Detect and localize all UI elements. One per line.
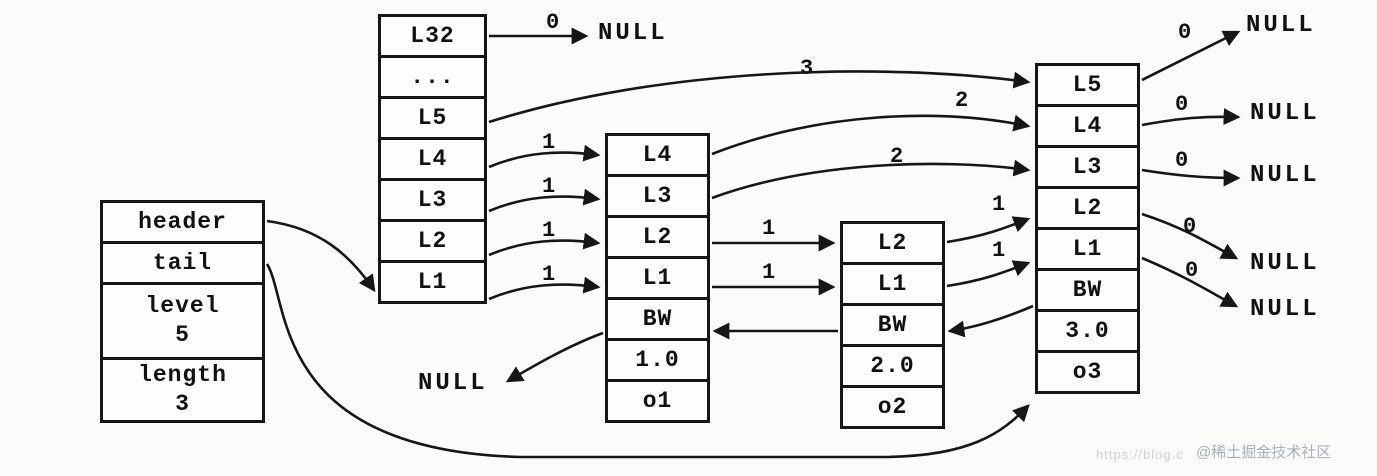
arrow-node1-bw-to-null	[505, 331, 604, 383]
struct-header-field: header	[100, 200, 265, 244]
node3-l4: L4	[1035, 104, 1140, 148]
span-label-node3-l2: 0	[1183, 214, 1198, 239]
header-level-l2: L2	[378, 219, 487, 263]
struct-length-label: length	[138, 362, 227, 389]
span-label-node3-l4: 0	[1175, 92, 1190, 117]
span-label-node3-l5: 0	[1178, 20, 1193, 45]
null-l32: NULL	[598, 20, 668, 47]
header-level-l5: L5	[378, 96, 487, 140]
span-label-node2-l1: 1	[992, 238, 1007, 263]
struct-length-value: 3	[175, 391, 190, 417]
struct-header-label: header	[138, 209, 227, 235]
node1-obj: o1	[605, 379, 710, 423]
null-node3-l5: NULL	[1246, 12, 1316, 39]
header-level-l4: L4	[378, 137, 487, 181]
span-label-node3-l1: 0	[1185, 258, 1200, 283]
span-label-header-l2: 1	[542, 218, 557, 243]
node1-score: 1.0	[605, 338, 710, 382]
arrow-node2-l1-to-node3-l1	[946, 260, 1031, 288]
node2-obj: o2	[840, 385, 945, 429]
node3-obj: o3	[1035, 350, 1140, 394]
span-label-header-l5: 3	[800, 56, 815, 81]
node3-score: 3.0	[1035, 309, 1140, 353]
struct-level-field: level 5	[100, 282, 265, 360]
watermark-community: @稀土掘金技术社区	[1196, 444, 1332, 461]
arrow-node3-bw-to-node2-bw	[947, 304, 1034, 338]
arrow-struct-header-to-header-node	[266, 219, 376, 293]
node3-l5: L5	[1035, 63, 1140, 107]
node1-column: L4 L3 L2 L1 BW 1.0 o1	[605, 133, 710, 423]
null-backward: NULL	[418, 370, 488, 397]
span-label-l32: 0	[546, 10, 561, 35]
arrow-header-l5-to-node3-l5	[488, 70, 1031, 124]
node2-column: L2 L1 BW 2.0 o2	[840, 221, 945, 429]
null-node3-l2: NULL	[1250, 250, 1320, 277]
struct-tail-label: tail	[152, 250, 213, 276]
node2-score: 2.0	[840, 344, 945, 388]
span-label-node3-l3: 0	[1175, 148, 1190, 173]
header-level-l1: L1	[378, 260, 487, 304]
node1-l4: L4	[605, 133, 710, 177]
arrow-node1-l3-to-node3-l3	[711, 159, 1031, 200]
header-node-column: L32 ... L5 L4 L3 L2 L1	[378, 14, 487, 304]
node3-l3: L3	[1035, 145, 1140, 189]
node3-l1: L1	[1035, 227, 1140, 271]
arrow-node3-l3-to-null	[1141, 168, 1241, 187]
node1-l1: L1	[605, 256, 710, 300]
null-node3-l1: NULL	[1250, 296, 1320, 323]
skiplist-struct-box: header tail level 5 length 3	[100, 200, 265, 423]
span-label-node1-l2: 1	[762, 216, 777, 241]
node3-l2: L2	[1035, 186, 1140, 230]
struct-level-value: 5	[175, 322, 190, 348]
span-label-header-l1: 1	[542, 262, 557, 287]
node1-l3: L3	[605, 174, 710, 218]
null-node3-l3: NULL	[1250, 162, 1320, 189]
node2-l2: L2	[840, 221, 945, 265]
node1-bw: BW	[605, 297, 710, 341]
arrow-node1-l4-to-node3-l4	[711, 114, 1031, 156]
watermark-url: https://blog.c	[1096, 447, 1184, 462]
span-label-node2-l2: 1	[992, 192, 1007, 217]
arrow-node3-l4-to-null	[1141, 108, 1241, 127]
null-node3-l4: NULL	[1250, 100, 1320, 127]
struct-length-field: length 3	[100, 357, 265, 423]
span-label-node1-l4: 2	[955, 88, 970, 113]
header-level-ellipsis: ...	[378, 55, 487, 99]
arrow-node2-l2-to-node3-l2	[946, 216, 1031, 244]
header-level-l3: L3	[378, 178, 487, 222]
span-label-node1-l1: 1	[762, 260, 777, 285]
node2-l1: L1	[840, 262, 945, 306]
header-level-l32: L32	[378, 14, 487, 58]
span-label-header-l3: 1	[542, 174, 557, 199]
span-label-header-l4: 1	[542, 130, 557, 155]
struct-level-label: level	[145, 293, 220, 320]
node1-l2: L2	[605, 215, 710, 259]
span-label-node1-l3: 2	[890, 144, 905, 169]
node2-bw: BW	[840, 303, 945, 347]
node3-bw: BW	[1035, 268, 1140, 312]
struct-tail-field: tail	[100, 241, 265, 285]
node3-column: L5 L4 L3 L2 L1 BW 3.0 o3	[1035, 63, 1140, 394]
